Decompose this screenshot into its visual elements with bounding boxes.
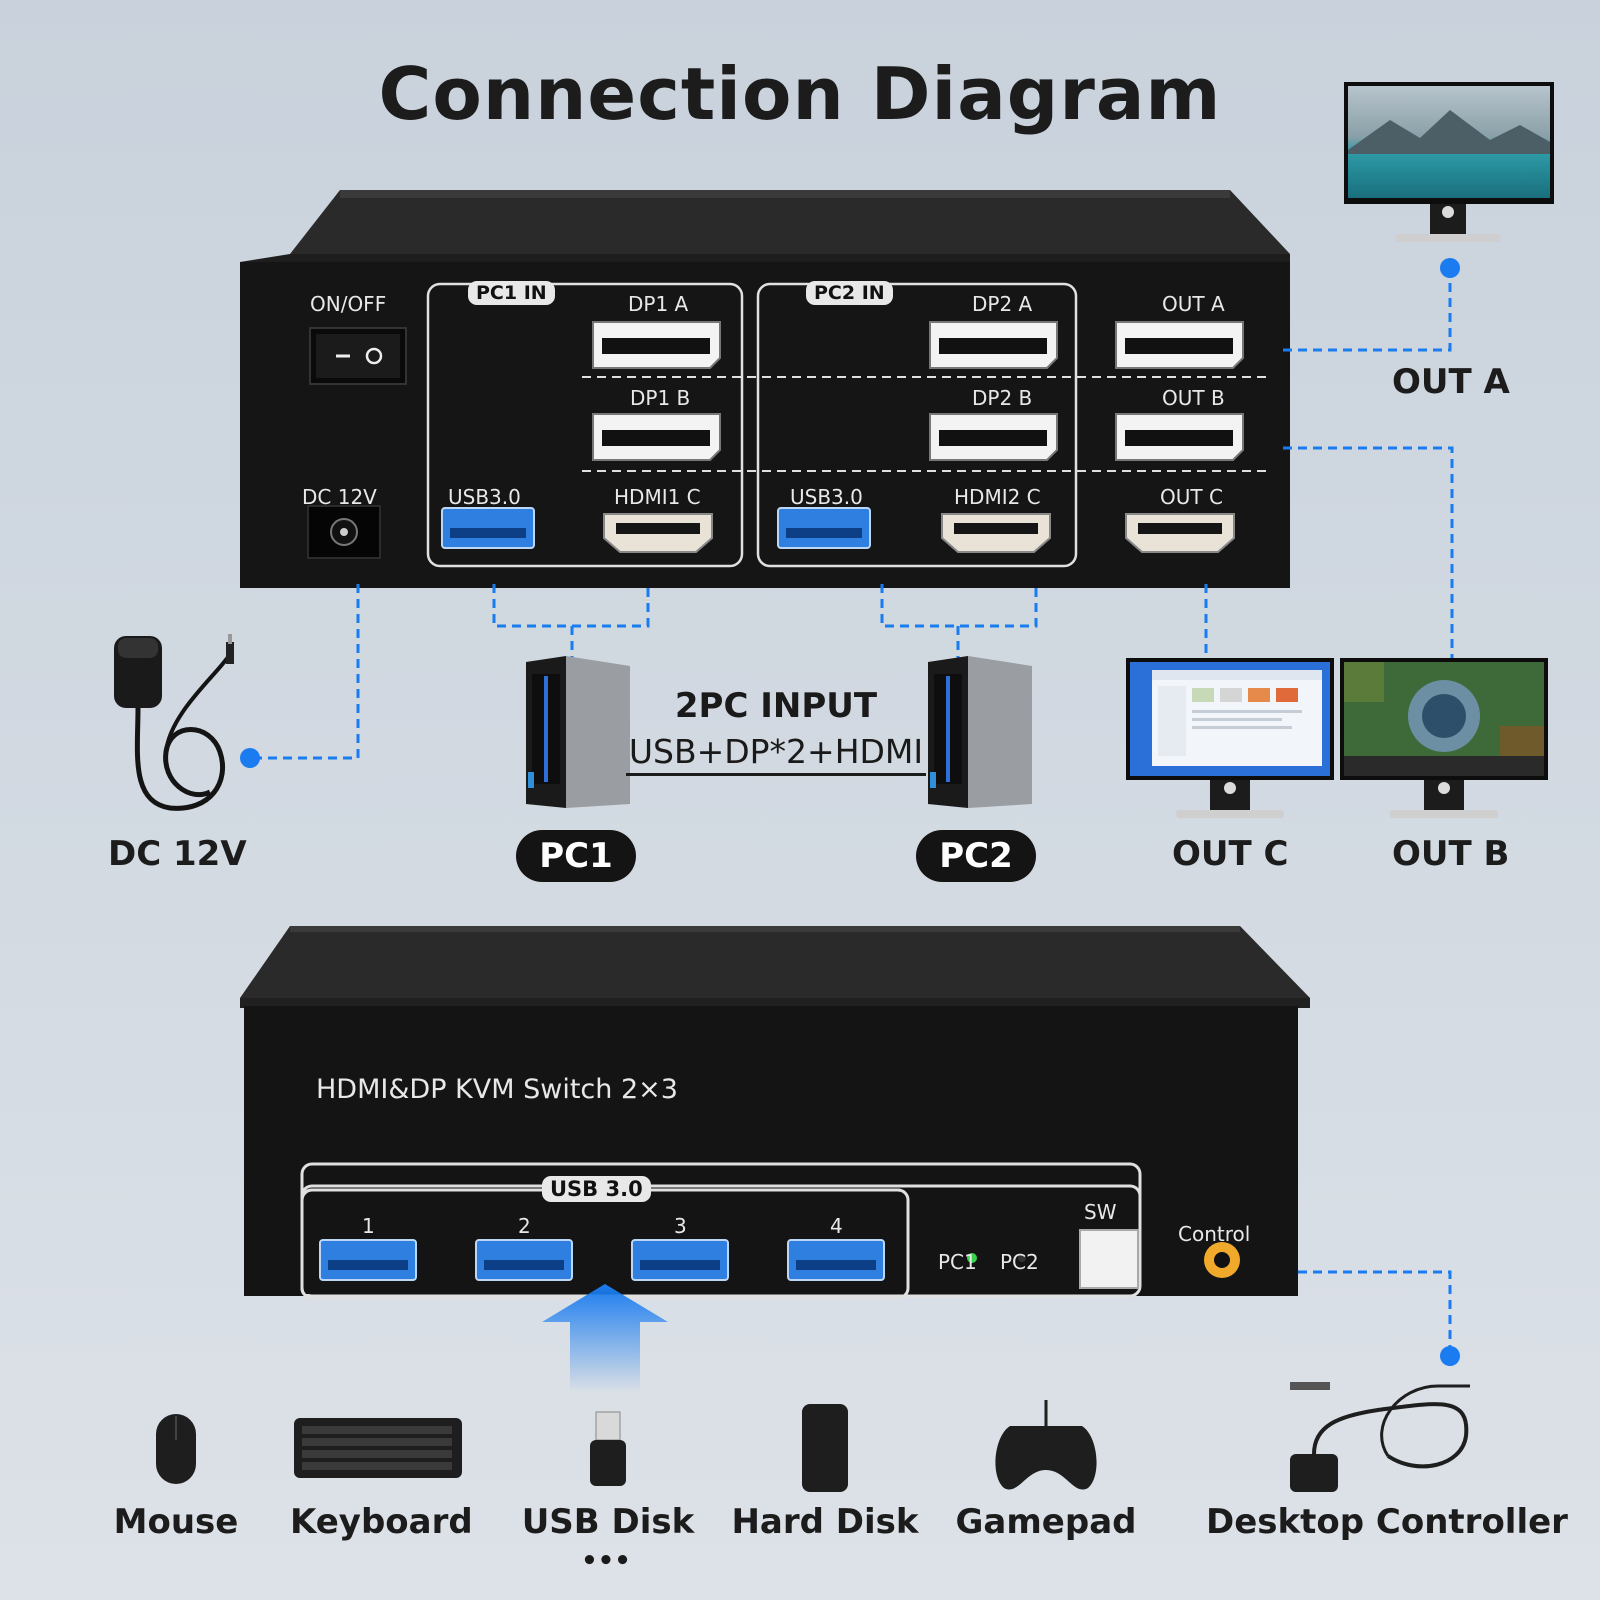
rear-panel-device <box>240 190 1290 588</box>
monitor-out-b <box>1340 658 1548 818</box>
usb-pc1-label: USB3.0 <box>448 485 521 509</box>
dp2b-label: DP2 B <box>972 386 1033 410</box>
monitor-out-a <box>1344 82 1554 242</box>
pc1-pill: PC1 <box>516 830 636 882</box>
outb-port-label: OUT B <box>1162 386 1225 410</box>
peripheral-mouse: Mouse <box>113 1502 239 1542</box>
pc2-group-label: PC2 IN <box>806 281 893 305</box>
peripheral-keyboard: Keyboard <box>290 1502 473 1542</box>
power-switch <box>309 327 407 385</box>
outa-port-label: OUT A <box>1162 292 1225 316</box>
input-subheading: USB+DP*2+HDMI <box>626 732 926 776</box>
dp1a-label: DP1 A <box>628 292 689 316</box>
dc-jack <box>307 505 381 559</box>
out-b-label: OUT B <box>1392 834 1510 874</box>
out-a-dot <box>1440 258 1460 278</box>
usb-pc2-label: USB3.0 <box>790 485 863 509</box>
out-c-label: OUT C <box>1172 834 1289 874</box>
dp1b-label: DP1 B <box>630 386 691 410</box>
hard-disk-icon <box>802 1404 848 1492</box>
pc1-led <box>967 1253 977 1263</box>
pc1-led-label: PC1 <box>938 1250 977 1274</box>
desktop-controller-icon <box>1290 1382 1470 1492</box>
pc2-group-box <box>756 282 1078 568</box>
sw-button <box>1079 1229 1139 1289</box>
usb-group-label: USB 3.0 <box>542 1176 651 1202</box>
port-1-label: 1 <box>362 1214 375 1238</box>
usb-pc2-port <box>777 507 871 549</box>
front-usb-panel <box>300 1188 900 1294</box>
page-title: Connection Diagram <box>378 52 1222 136</box>
pc1-group-label: PC1 IN <box>468 281 555 305</box>
hdmi1c-label: HDMI1 C <box>614 485 701 509</box>
power-adapter <box>114 634 234 811</box>
dp2a-label: DP2 A <box>972 292 1033 316</box>
dc-dot <box>240 748 260 768</box>
usb-port-1 <box>319 1239 417 1281</box>
model-name: HDMI&DP KVM Switch 2×3 <box>316 1074 678 1105</box>
hdmi2c-label: HDMI2 C <box>954 485 1041 509</box>
pc2-led-label: PC2 <box>1000 1250 1039 1274</box>
control-label: Control <box>1178 1222 1251 1246</box>
gamepad-icon <box>995 1400 1097 1490</box>
port-2-label: 2 <box>518 1214 531 1238</box>
control-dot <box>1440 1346 1460 1366</box>
usb-port-4 <box>787 1239 885 1281</box>
pc1-tower <box>526 656 630 808</box>
pc2-tower <box>928 656 1032 808</box>
port-3-label: 3 <box>674 1214 687 1238</box>
keyboard-icon <box>294 1418 462 1478</box>
usb-disk-icon <box>590 1411 626 1486</box>
peripheral-usb-disk: USB Disk <box>521 1502 695 1542</box>
out-a-label: OUT A <box>1392 362 1510 402</box>
monitor-out-c <box>1126 658 1334 818</box>
on-off-label: ON/OFF <box>310 292 387 316</box>
more-dots: ••• <box>581 1546 631 1576</box>
mouse-icon <box>156 1414 196 1484</box>
sw-label: SW <box>1084 1200 1117 1224</box>
dc-label: DC 12V <box>108 834 247 874</box>
dc-jack-label: DC 12V <box>302 485 377 509</box>
pc2-pill: PC2 <box>916 830 1036 882</box>
port-4-label: 4 <box>830 1214 843 1238</box>
upload-arrow-icon <box>542 1284 668 1392</box>
peripheral-desktop-controller: Desktop Controller <box>1206 1502 1568 1542</box>
usb-port-3 <box>631 1239 729 1281</box>
pc2-led <box>1018 1254 1026 1262</box>
peripheral-hard-disk: Hard Disk <box>731 1502 919 1542</box>
pc1-group-box <box>426 282 744 568</box>
outc-port-label: OUT C <box>1160 485 1223 509</box>
input-heading: 2PC INPUT <box>674 686 878 726</box>
peripheral-gamepad: Gamepad <box>955 1502 1137 1542</box>
usb-port-2 <box>475 1239 573 1281</box>
usb-pc1-port <box>441 507 535 549</box>
